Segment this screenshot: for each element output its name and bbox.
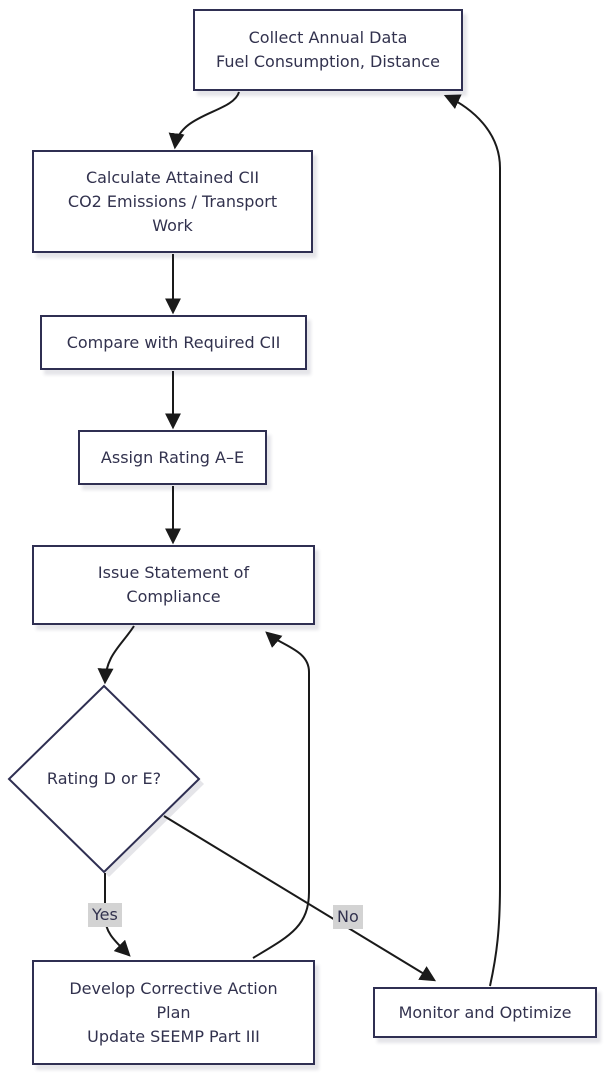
decision-diamond — [7, 684, 201, 874]
node-monitor-line-1: Monitor and Optimize — [398, 1002, 572, 1022]
node-compare-line-1: Compare with Required CII — [66, 332, 281, 352]
node-decision-rating-d-or-e: Rating D or E? — [46, 769, 162, 788]
node-corrective-line-2: Plan — [156, 1002, 191, 1022]
node-issue-statement: Issue Statement of Compliance — [32, 545, 315, 625]
node-issue-line-1: Issue Statement of — [97, 563, 250, 582]
edge-decision-no-to-monitor — [163, 815, 437, 982]
node-corrective-line-3: Update SEEMP Part III — [87, 1026, 260, 1046]
node-calculate-line-1: Calculate Attained CII — [85, 167, 260, 187]
node-develop-corrective-action: Develop Corrective Action Plan Update SE… — [32, 960, 315, 1065]
node-collect-line-2: Fuel Consumption, Distance — [216, 52, 440, 71]
edge-collect-to-calculate — [168, 91, 240, 150]
node-collect-line-1: Collect Annual Data — [248, 28, 408, 47]
edge-label-yes: Yes — [88, 903, 122, 927]
edge-issue-to-decision — [97, 625, 135, 685]
edge-label-no: No — [333, 905, 363, 929]
node-corrective-line-1: Develop Corrective Action — [69, 978, 278, 998]
node-calculate-line-3: Work — [152, 215, 193, 235]
node-issue-line-2: Compliance — [126, 587, 221, 606]
node-calculate-attained-cii: Calculate Attained CII CO2 Emissions / T… — [32, 150, 313, 253]
node-assign-line-1: Assign Rating A–E — [100, 447, 245, 467]
node-calculate-line-2: CO2 Emissions / Transport — [67, 191, 278, 211]
node-compare-required-cii: Compare with Required CII — [40, 315, 307, 370]
edge-monitor-to-collect — [443, 94, 501, 987]
edge-corrective-to-issue — [252, 631, 310, 959]
node-collect-annual-data: Collect Annual Data Fuel Consumption, Di… — [193, 9, 463, 91]
node-assign-rating: Assign Rating A–E — [78, 430, 267, 485]
node-monitor-and-optimize: Monitor and Optimize — [373, 987, 597, 1038]
